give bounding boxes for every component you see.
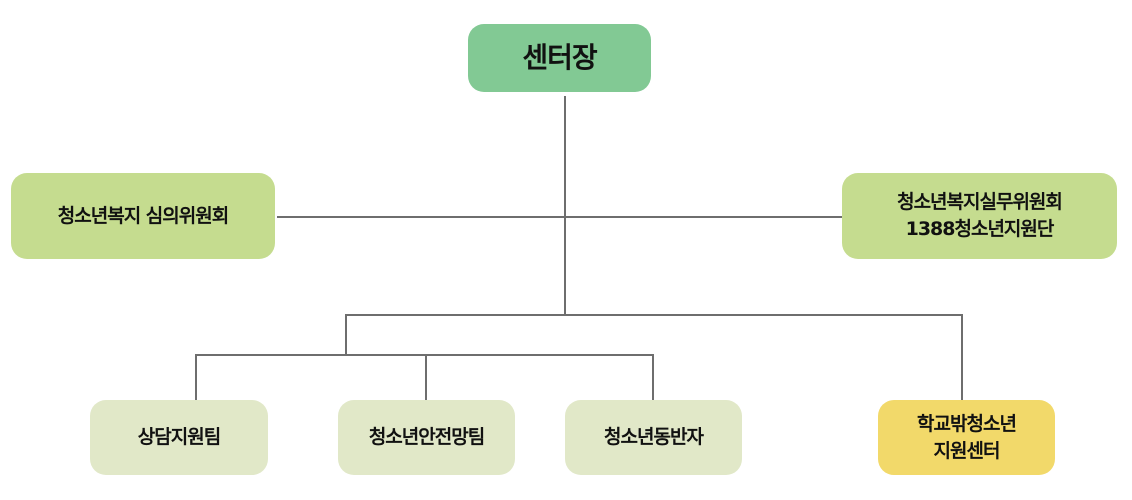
node-label-line-1: 청소년복지실무위원회 bbox=[897, 191, 1063, 214]
node-label: 청소년복지 심의위원회 bbox=[57, 204, 229, 227]
connector-root-down bbox=[564, 96, 566, 316]
node-out-of-school-center: 학교밖청소년 지원센터 bbox=[878, 400, 1055, 475]
node-label: 상담지원팀 bbox=[137, 426, 221, 449]
connector-out-of-school bbox=[961, 314, 963, 400]
node-label-line-2: 지원센터 bbox=[933, 439, 1001, 462]
node-center-director: 센터장 bbox=[468, 24, 651, 92]
connector-team-3 bbox=[652, 354, 654, 400]
node-welfare-working-committee: 청소년복지실무위원회 1388청소년지원단 bbox=[842, 173, 1117, 259]
connector-teams-group bbox=[345, 314, 347, 356]
node-label: 청소년동반자 bbox=[604, 426, 704, 449]
connector-level2 bbox=[345, 314, 963, 316]
node-label-line-1: 학교밖청소년 bbox=[917, 412, 1017, 435]
connector-team-1 bbox=[195, 354, 197, 400]
node-welfare-deliberation-committee: 청소년복지 심의위원회 bbox=[11, 173, 275, 259]
node-label: 청소년안전망팀 bbox=[368, 426, 485, 449]
node-safety-net-team: 청소년안전망팀 bbox=[338, 400, 515, 475]
connector-team-2 bbox=[425, 354, 427, 400]
connector-committees bbox=[277, 216, 842, 218]
connector-teams bbox=[195, 354, 654, 356]
node-label-line-2: 1388청소년지원단 bbox=[905, 218, 1055, 240]
node-youth-companion: 청소년동반자 bbox=[565, 400, 742, 475]
node-label: 센터장 bbox=[522, 41, 597, 75]
node-counseling-team: 상담지원팀 bbox=[90, 400, 268, 475]
